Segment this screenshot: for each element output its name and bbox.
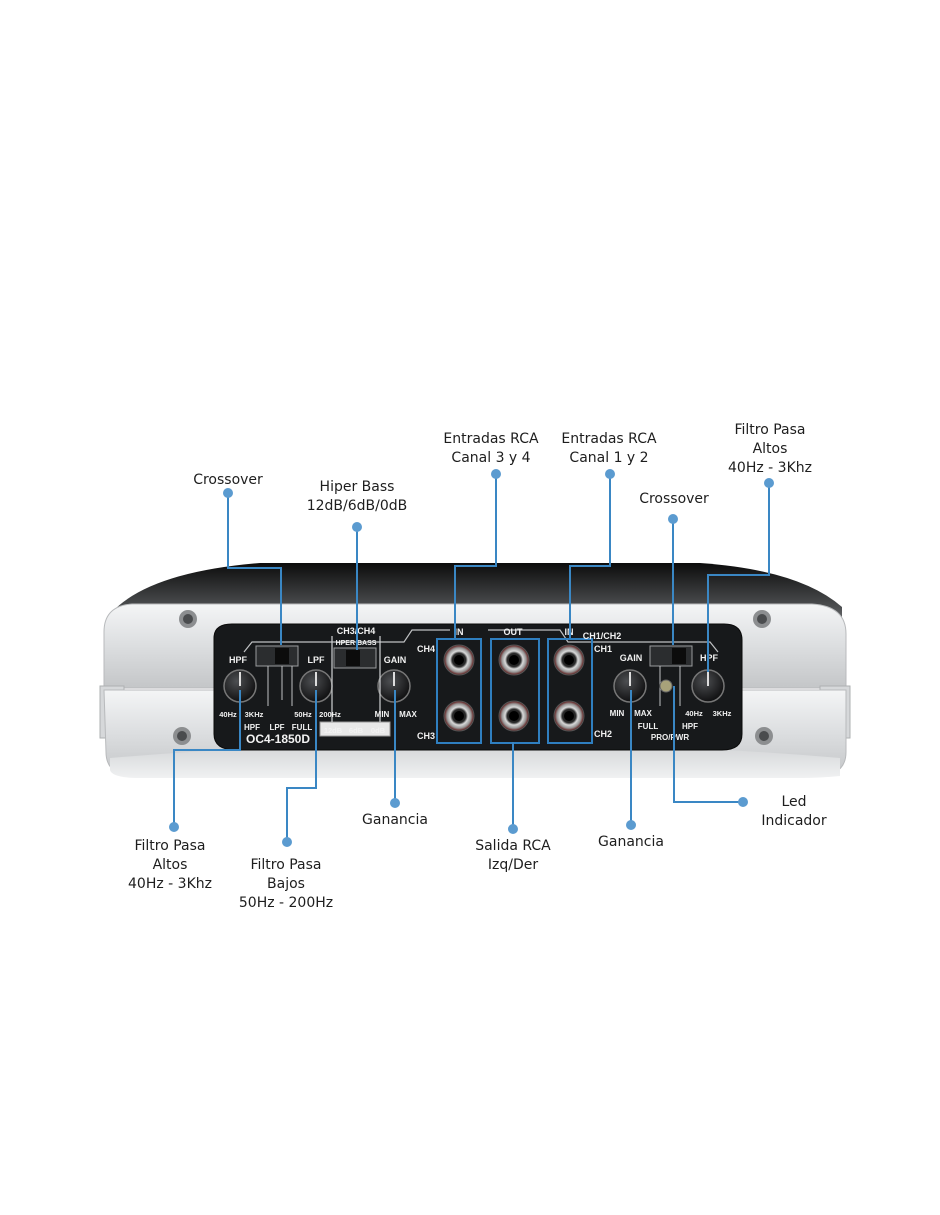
hpf-knob-right[interactable] <box>691 669 725 703</box>
label-switch-lpf: LPF <box>269 723 284 732</box>
callout-led: Led Indicador <box>745 793 843 831</box>
callout-crossover-right: Crossover <box>622 490 726 509</box>
rca-frame-out <box>490 638 540 744</box>
label-ch3: CH3 <box>417 731 435 741</box>
model-label: OC4-1850D <box>246 732 310 746</box>
rca-frame-in-ch1-ch2 <box>547 638 593 744</box>
rca-jack-ch3[interactable] <box>443 700 475 732</box>
hpf-knob-left[interactable] <box>223 669 257 703</box>
label-max-left: MAX <box>399 710 417 719</box>
callout-hpf-left: Filtro Pasa Altos 40Hz - 3Khz <box>115 837 225 894</box>
label-hpf-left: HPF <box>229 655 248 665</box>
label-12db: 12dB <box>324 726 343 735</box>
mounting-screw <box>179 610 197 628</box>
callout-line: Filtro Pasa <box>250 857 322 873</box>
label-3khz-left: 3KHz <box>245 710 264 719</box>
label-gain-right: GAIN <box>620 653 643 663</box>
mounting-screw <box>753 610 771 628</box>
label-ch4: CH4 <box>417 644 435 654</box>
label-ch1: CH1 <box>594 644 612 654</box>
callout-crossover-left: Crossover <box>178 471 278 490</box>
gain-knob-left[interactable] <box>377 669 411 703</box>
callout-line: Crossover <box>639 491 709 507</box>
label-min-right: MIN <box>610 709 625 718</box>
rca-frame-in-ch3-ch4 <box>436 638 482 744</box>
pro-pwr-led <box>659 679 673 693</box>
callout-lpf: Filtro Pasa Bajos 50Hz - 200Hz <box>226 856 346 913</box>
label-switch-hpf-left: HPF <box>244 723 260 732</box>
rca-jack-ch4[interactable] <box>443 644 475 676</box>
label-in-right: IN <box>565 627 574 637</box>
callout-gain-left: Ganancia <box>345 811 445 830</box>
callout-line: Entradas RCA <box>561 431 657 447</box>
callout-line: 12dB/6dB/0dB <box>306 498 408 514</box>
callout-line: Ganancia <box>598 834 664 850</box>
callout-rca-in-34: Entradas RCA Canal 3 y 4 <box>431 430 551 468</box>
hyper-bass-switch[interactable] <box>333 647 377 669</box>
callout-line: 40Hz - 3Khz <box>728 460 812 476</box>
callout-line: Indicador <box>761 813 827 829</box>
crossover-switch-left[interactable] <box>255 645 299 667</box>
callout-line: Izq/Der <box>487 857 539 873</box>
label-switch-hpf-right: HPF <box>682 722 698 731</box>
callout-line: Filtro Pasa <box>734 422 806 438</box>
callout-rca-out: Salida RCA Izq/Der <box>457 837 569 875</box>
callout-line: Canal 1 y 2 <box>569 450 649 466</box>
callout-line: Entradas RCA <box>443 431 539 447</box>
label-in-left: IN <box>455 627 464 637</box>
mounting-screw <box>755 727 773 745</box>
label-ch3-ch4: CH3/CH4 <box>337 626 376 636</box>
callout-line: Altos <box>752 441 788 457</box>
callout-line: 40Hz - 3Khz <box>128 876 212 892</box>
label-lpf: LPF <box>308 655 326 665</box>
callout-hpf-right: Filtro Pasa Altos 40Hz - 3Khz <box>715 421 825 478</box>
rca-jack-out-right[interactable] <box>498 700 530 732</box>
label-gain-left: GAIN <box>384 655 407 665</box>
label-200hz: 200Hz <box>319 710 341 719</box>
rca-jack-ch2[interactable] <box>553 700 585 732</box>
callout-line: Altos <box>152 857 188 873</box>
callout-gain-right: Ganancia <box>581 833 681 852</box>
label-3khz-right: 3KHz <box>713 709 732 718</box>
label-switch-full-left: FULL <box>292 723 313 732</box>
rca-jack-ch1[interactable] <box>553 644 585 676</box>
callout-line: Bajos <box>267 876 305 892</box>
rca-jack-out-left[interactable] <box>498 644 530 676</box>
label-50hz: 50Hz <box>294 710 312 719</box>
mounting-screw <box>173 727 191 745</box>
callout-line: 50Hz - 200Hz <box>238 895 334 911</box>
label-0db: 0dB <box>371 726 386 735</box>
label-switch-full-right: FULL <box>638 722 659 731</box>
hyper-bass-scale <box>319 721 391 737</box>
label-max-right: MAX <box>634 709 652 718</box>
callout-line: Hiper Bass <box>319 479 395 495</box>
gain-knob-right[interactable] <box>613 669 647 703</box>
label-min-left: MIN <box>375 710 390 719</box>
lpf-knob[interactable] <box>299 669 333 703</box>
label-6db: 6dB <box>349 726 364 735</box>
label-hpf-right: HPF <box>700 653 719 663</box>
label-pro-pwr: PRO/PWR <box>651 733 689 742</box>
callout-line: Crossover <box>193 472 263 488</box>
callout-hiper-bass: Hiper Bass 12dB/6dB/0dB <box>297 478 417 516</box>
callout-line: Canal 3 y 4 <box>451 450 531 466</box>
callout-line: Salida RCA <box>475 838 551 854</box>
callout-rca-in-12: Entradas RCA Canal 1 y 2 <box>549 430 669 468</box>
label-40hz-left: 40Hz <box>219 710 237 719</box>
callout-line: Ganancia <box>362 812 428 828</box>
crossover-switch-right[interactable] <box>649 645 693 667</box>
label-ch2: CH2 <box>594 729 612 739</box>
label-hyper-bass: HPER BASS <box>336 640 377 647</box>
label-40hz-right: 40Hz <box>685 709 703 718</box>
label-out: OUT <box>504 627 524 637</box>
callout-line: Filtro Pasa <box>134 838 206 854</box>
callout-line: Led <box>781 794 807 810</box>
label-ch1-ch2: CH1/CH2 <box>583 631 622 641</box>
